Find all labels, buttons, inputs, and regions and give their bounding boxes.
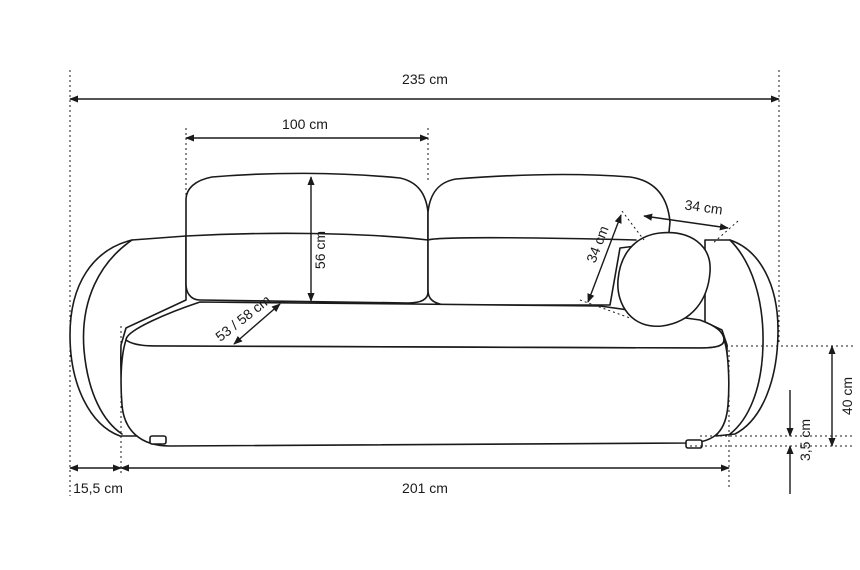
left-back-cushion [185,172,429,304]
right-armrest-inner-line [729,239,764,435]
dimension-lines [69,95,836,494]
pillow-width-label: 34 cm [684,196,724,217]
round-pillow [617,231,711,327]
left-armrest-inner-line [82,239,133,435]
seat-width-label: 201 cm [402,480,448,496]
back-cushion-height-label: 56 cm [312,231,328,269]
seat-height-label: 40 cm [839,377,855,415]
pillow-height-dim-line [587,214,622,303]
extension-lines [69,70,855,496]
back-cushion-width-label: 100 cm [282,116,328,132]
total-width-label: 235 cm [402,71,448,87]
seat-depth-dim-line [233,303,281,345]
right-leg [685,439,703,449]
seat-front [120,339,730,447]
pillow-width-dim-line [643,213,729,231]
left-leg [149,435,167,445]
armrest-width-label: 15,5 cm [73,480,123,496]
sofa-outline [69,172,779,449]
leg-height-label: 3,5 cm [797,419,813,461]
